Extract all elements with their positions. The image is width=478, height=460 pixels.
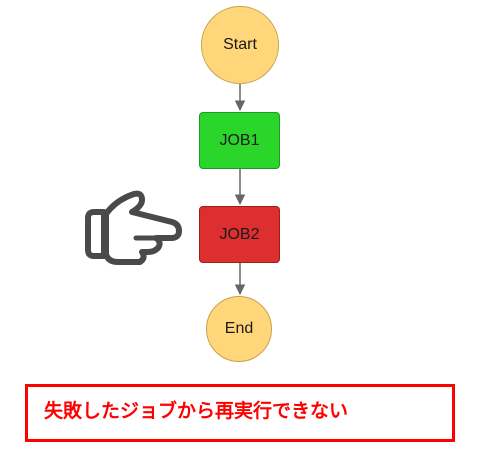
- job2-node-label: JOB2: [219, 225, 260, 243]
- job2-node[interactable]: JOB2: [199, 206, 280, 263]
- job1-node-label: JOB1: [219, 131, 260, 149]
- end-node[interactable]: End: [206, 296, 272, 362]
- start-node[interactable]: Start: [201, 6, 279, 84]
- pointing-hand-icon: [85, 190, 182, 265]
- end-node-label: End: [224, 320, 254, 337]
- annotation-text: 失敗したジョブから再実行できない: [44, 400, 349, 422]
- annotation-box: 失敗したジョブから再実行できない: [25, 384, 455, 442]
- job1-node[interactable]: JOB1: [199, 112, 280, 169]
- start-node-label: Start: [223, 36, 257, 53]
